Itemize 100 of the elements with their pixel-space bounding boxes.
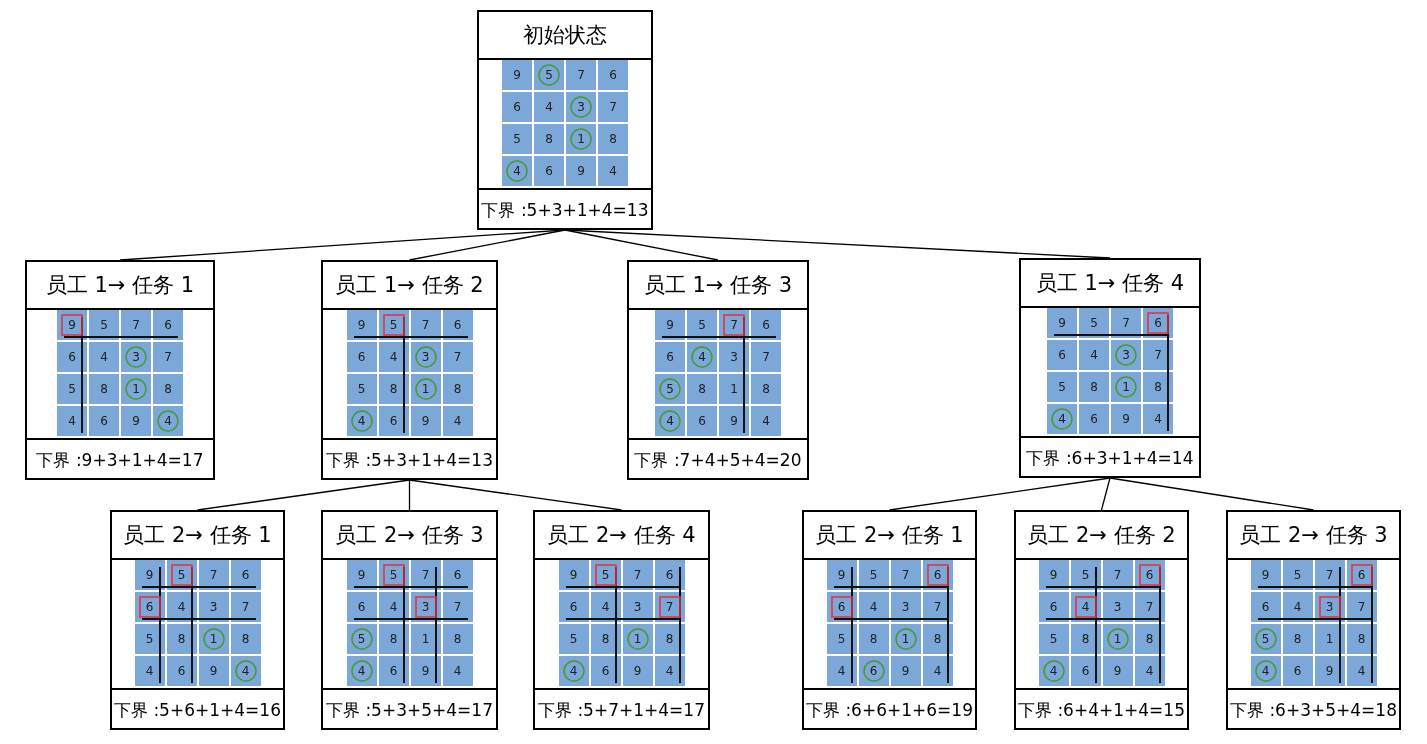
matrix-cell: 6 xyxy=(751,310,781,340)
matrix-cell: 6 xyxy=(153,310,183,340)
node-title: 员工 2→ 任务 1 xyxy=(123,522,272,549)
matrix-cell: 4 xyxy=(1079,340,1109,370)
matrix-cell: 9 xyxy=(1250,560,1281,590)
matrix-cell: 8 xyxy=(1282,624,1313,654)
matrix-cell: 6 xyxy=(346,592,377,622)
matrix-cell: 9 xyxy=(1111,404,1141,434)
lower-bound-text: 下界 :5+7+1+4=17 xyxy=(538,698,705,722)
lower-bound-text: 下界 :5+3+5+4=17 xyxy=(326,698,493,722)
matrix-cell: 8 xyxy=(1079,372,1109,402)
matrix-cell: 9 xyxy=(346,310,377,340)
matrix-cell: 8 xyxy=(858,624,889,654)
matrix-cell: 4 xyxy=(89,342,119,372)
matrix-cell: 9 xyxy=(566,156,596,186)
matrix-cell: 8 xyxy=(922,624,953,654)
matrix-cell: 7 xyxy=(622,560,653,590)
matrix-cell: 8 xyxy=(89,374,119,404)
matrix-cell: 7 xyxy=(442,342,473,372)
matrix-cell: 4 xyxy=(751,406,781,436)
matrix-cell: 5 xyxy=(134,624,165,654)
node-title: 员工 2→ 任务 3 xyxy=(1239,522,1388,549)
node-title: 员工 2→ 任务 1 xyxy=(815,522,964,549)
matrix-cell: 4 xyxy=(1134,656,1165,686)
matrix-cell: 8 xyxy=(1346,624,1377,654)
matrix-cell: 9 xyxy=(346,560,377,590)
tree-node-box xyxy=(477,10,653,230)
matrix-cell: 4 xyxy=(57,406,87,436)
matrix-cell: 5 xyxy=(826,624,857,654)
matrix-cell: 7 xyxy=(751,342,781,372)
matrix-cell: 9 xyxy=(558,560,589,590)
lower-bound-text: 下界 :6+3+1+4=14 xyxy=(1026,446,1194,470)
matrix-cell: 6 xyxy=(1038,592,1069,622)
lower-bound-text: 下界 :7+4+5+4=20 xyxy=(634,448,802,472)
matrix-cell: 8 xyxy=(751,374,781,404)
matrix-cell: 3 xyxy=(890,592,921,622)
tree-edge xyxy=(408,229,566,261)
matrix-cell: 9 xyxy=(1047,308,1077,338)
matrix-cell: 9 xyxy=(826,560,857,590)
matrix-cell: 6 xyxy=(1079,404,1109,434)
matrix-cell: 9 xyxy=(1102,656,1133,686)
lower-bound-text: 下界 :6+4+1+4=15 xyxy=(1018,698,1185,722)
matrix-cell: 3 xyxy=(719,342,749,372)
tree-edge xyxy=(1109,477,1315,511)
matrix-cell: 5 xyxy=(558,624,589,654)
matrix-cell: 6 xyxy=(89,406,119,436)
matrix-cell: 6 xyxy=(57,342,87,372)
matrix-cell: 8 xyxy=(442,624,473,654)
matrix-cell: 6 xyxy=(655,342,685,372)
matrix-cell: 6 xyxy=(1047,340,1077,370)
lower-bound-text: 下界 :6+6+1+6=19 xyxy=(806,698,973,722)
matrix-cell: 6 xyxy=(558,592,589,622)
matrix-cell: 4 xyxy=(598,156,628,186)
matrix-cell: 8 xyxy=(166,624,197,654)
matrix-cell: 5 xyxy=(1079,308,1109,338)
matrix-cell: 9 xyxy=(121,406,151,436)
tree-node-box xyxy=(1226,510,1401,730)
node-title: 员工 2→ 任务 3 xyxy=(335,522,484,549)
matrix-cell: 4 xyxy=(378,342,409,372)
matrix-cell: 5 xyxy=(1038,624,1069,654)
matrix-cell: 7 xyxy=(566,60,596,90)
node-title: 初始状态 xyxy=(523,22,607,49)
matrix-cell: 6 xyxy=(378,656,409,686)
matrix-cell: 8 xyxy=(687,374,717,404)
matrix-cell: 6 xyxy=(1282,656,1313,686)
node-title: 员工 2→ 任务 4 xyxy=(547,522,696,549)
matrix-cell: 7 xyxy=(1111,308,1141,338)
lower-bound-text: 下界 :5+6+1+4=16 xyxy=(114,698,281,722)
tree-node-box xyxy=(627,260,809,480)
matrix-cell: 9 xyxy=(410,656,441,686)
matrix-cell: 1 xyxy=(719,374,749,404)
lower-bound-text: 下界 :6+3+5+4=18 xyxy=(1230,698,1397,722)
matrix-cell: 7 xyxy=(598,92,628,122)
matrix-cell: 7 xyxy=(1143,340,1173,370)
matrix-cell: 8 xyxy=(1070,624,1101,654)
matrix-cell: 5 xyxy=(89,310,119,340)
matrix-cell: 7 xyxy=(230,592,261,622)
tree-node-box xyxy=(802,510,977,730)
tree-node-box xyxy=(1019,258,1201,478)
matrix-cell: 9 xyxy=(622,656,653,686)
matrix-cell: 8 xyxy=(1134,624,1165,654)
matrix-cell: 4 xyxy=(1143,404,1173,434)
matrix-cell: 7 xyxy=(153,342,183,372)
lower-bound-text: 下界 :5+3+1+4=13 xyxy=(481,198,649,222)
matrix-cell: 9 xyxy=(1038,560,1069,590)
matrix-cell: 8 xyxy=(654,624,685,654)
tree-node-box xyxy=(110,510,285,730)
matrix-cell: 6 xyxy=(442,560,473,590)
matrix-cell: 9 xyxy=(410,406,441,436)
matrix-cell: 9 xyxy=(655,310,685,340)
lower-bound-text: 下界 :5+3+1+4=13 xyxy=(326,448,493,472)
node-title: 员工 1→ 任务 4 xyxy=(1035,270,1185,297)
matrix-cell: 8 xyxy=(230,624,261,654)
node-title: 员工 1→ 任务 1 xyxy=(45,272,195,299)
tree-edge xyxy=(1100,477,1111,511)
tree-node-box xyxy=(533,510,710,730)
matrix-cell: 4 xyxy=(1346,656,1377,686)
matrix-cell: 8 xyxy=(534,124,564,154)
matrix-cell: 8 xyxy=(153,374,183,404)
lower-bound-text: 下界 :9+3+1+4=17 xyxy=(36,448,204,472)
